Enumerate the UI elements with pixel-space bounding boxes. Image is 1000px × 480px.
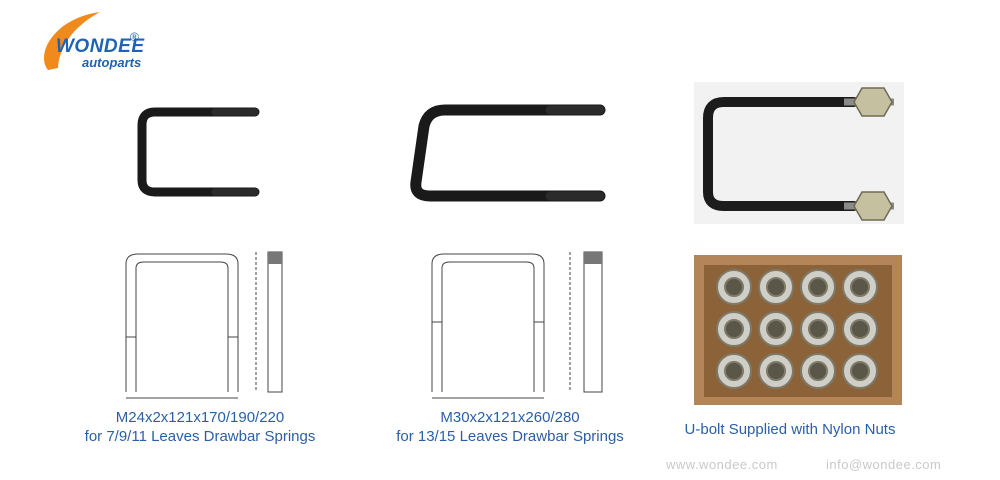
wondee-logo	[44, 12, 100, 70]
nylon-nut-hole	[766, 319, 786, 339]
product-caption-nuts: U-bolt Supplied with Nylon Nuts	[684, 421, 896, 438]
logo-subtitle: autoparts	[82, 55, 142, 70]
nylon-nut-hole	[724, 361, 744, 381]
nylon-nut-hole	[724, 319, 744, 339]
nylon-nut-hole	[808, 319, 828, 339]
nylon-nut-hole	[766, 361, 786, 381]
technical-drawing-m30	[431, 251, 603, 399]
u-bolt-photo-m30	[410, 104, 606, 202]
product-application-m30: for 13/15 Leaves Drawbar Springs	[396, 428, 624, 445]
u-bolt-with-nuts-photo	[694, 82, 904, 224]
u-bolt-photo-m24	[137, 107, 260, 197]
nylon-nuts-box-photo	[694, 255, 902, 405]
nylon-nut-hole	[850, 277, 870, 297]
logo-brand: WONDEE	[56, 36, 145, 57]
nylon-nut-hole	[808, 361, 828, 381]
nylon-nut-hole	[808, 277, 828, 297]
product-size-m30: M30x2x121x260/280	[440, 409, 580, 426]
product-size-m24: M24x2x121x170/190/220	[115, 409, 285, 426]
product-caption-m30: M30x2x121x260/280 for 13/15 Leaves Drawb…	[370, 408, 650, 446]
nylon-nut-hole	[766, 277, 786, 297]
nylon-nut-hole	[850, 361, 870, 381]
nylon-nut-hole	[850, 319, 870, 339]
footer-email[interactable]: info@wondee.com	[826, 457, 942, 472]
product-caption-m24: M24x2x121x170/190/220 for 7/9/11 Leaves …	[60, 408, 340, 446]
footer-website[interactable]: www.wondee.com	[666, 457, 778, 472]
nylon-nut-hole	[724, 277, 744, 297]
product-application-m24: for 7/9/11 Leaves Drawbar Springs	[84, 428, 316, 445]
logo-registered-mark: ®	[130, 30, 139, 44]
technical-drawing-m24	[125, 251, 283, 399]
